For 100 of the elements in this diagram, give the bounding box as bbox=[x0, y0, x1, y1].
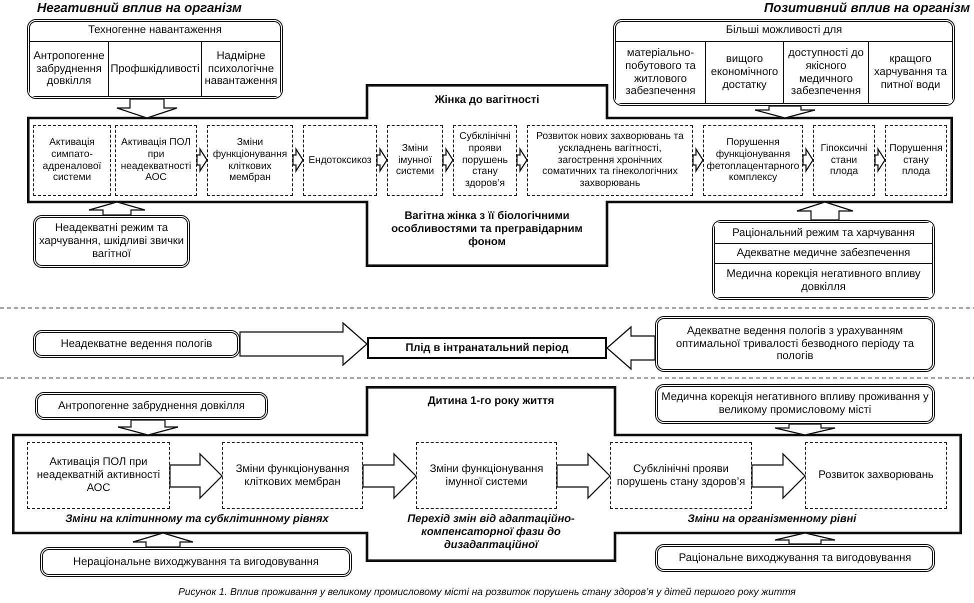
step-text: Порушення стану плода bbox=[888, 142, 944, 178]
factor-text: Адекватне ведення пологів з урахуванням оптимальної тривалості безводного періоду та пологів bbox=[675, 324, 915, 364]
factor-cell bbox=[201, 41, 280, 96]
process-step-box bbox=[207, 125, 293, 196]
section-heading: Позитивний вплив на організм bbox=[763, 0, 970, 15]
factor-cell bbox=[616, 41, 705, 103]
process-step-box bbox=[610, 442, 752, 509]
block-arrow bbox=[442, 146, 454, 174]
factor-box bbox=[655, 544, 935, 572]
step-text: Зміни функціонування імунної системи bbox=[428, 462, 544, 488]
step-text: Субклінічні прояви порушень стану здоров’я bbox=[458, 131, 512, 190]
block-arrow bbox=[292, 146, 304, 174]
factor-cell bbox=[705, 41, 783, 103]
block-arrow bbox=[239, 322, 368, 366]
process-step-box bbox=[703, 125, 803, 196]
factor-text: доступності до якісного медичного забезпечення bbox=[787, 46, 865, 98]
factor-cell bbox=[30, 41, 108, 96]
factor-text: Неадекватні режим та харчування, шкідливі звички вагітної bbox=[38, 222, 185, 261]
factor-text: Раціональне виходжування та вигодовування bbox=[678, 552, 912, 564]
step-text: Ендотоксикоз bbox=[308, 154, 372, 166]
block-arrow bbox=[874, 146, 886, 174]
figure-caption: Рисунок 1. Вплив проживання у великому промисловому місті на розвиток порушень стану здоров’я у дітей першого року життя bbox=[177, 587, 797, 598]
process-step-box bbox=[416, 442, 557, 509]
process-step-box bbox=[33, 125, 111, 196]
factor-text: матеріально-побутового та житлового забезпечення bbox=[624, 46, 697, 98]
step-text: Активація ПОЛ при неадекватності АОС bbox=[120, 137, 192, 184]
factor-text: кращого харчування та питної води bbox=[873, 53, 948, 92]
process-step-box bbox=[805, 442, 947, 509]
block-arrow bbox=[117, 419, 179, 436]
step-text: Зміни функціонування кліткових мембран bbox=[212, 137, 288, 184]
factor-box bbox=[40, 547, 352, 577]
block-arrow bbox=[516, 146, 528, 174]
factor-text: Адекватне медичне забезпечення bbox=[736, 247, 912, 260]
group-heading: Техногенне навантаження bbox=[87, 24, 223, 37]
block-arrow bbox=[754, 105, 816, 119]
process-step-box bbox=[303, 125, 377, 196]
section-heading: Негативний вплив на організм bbox=[37, 0, 243, 15]
factor-box bbox=[613, 19, 955, 106]
factor-text: Антропогенне забруднення довкілля bbox=[32, 50, 106, 88]
group-heading: Більші можливості для bbox=[724, 24, 844, 37]
factor-text: Надмірне психологічне навантаження bbox=[204, 50, 278, 88]
step-text: Зміни функціонування кліткових мембран bbox=[234, 462, 350, 488]
process-step-box bbox=[885, 125, 947, 196]
block-arrow bbox=[116, 98, 178, 119]
block-arrow bbox=[88, 201, 146, 216]
block-arrow bbox=[376, 146, 388, 174]
factor-box bbox=[27, 19, 283, 99]
process-step-box bbox=[527, 125, 693, 196]
factor-cell bbox=[783, 41, 868, 103]
step-text: Розвиток захворювань bbox=[817, 469, 935, 482]
block-arrow bbox=[196, 146, 208, 174]
process-step-box bbox=[222, 442, 363, 509]
block-arrow bbox=[774, 532, 836, 545]
step-text: Порушення функціонування фетоплацентарного комплексу bbox=[706, 137, 800, 184]
block-arrow bbox=[802, 146, 814, 174]
factor-box bbox=[33, 215, 190, 268]
step-text: Активація симпато-адреналової системи bbox=[42, 137, 102, 184]
step-text: Розвиток нових захворювань та ускладнень вагітності, загострення хронічних соматичних та гінекологічних захворювань bbox=[535, 131, 685, 190]
factor-text: Антропогенне забруднення довкілля bbox=[57, 400, 246, 412]
block-arrow bbox=[692, 146, 704, 174]
factor-cell bbox=[108, 41, 201, 96]
block-arrow bbox=[751, 452, 806, 500]
process-step-box bbox=[115, 125, 197, 196]
stage-title: Жінка до вагітності bbox=[434, 94, 540, 107]
block-arrow bbox=[796, 201, 854, 221]
stage-title: Вагітна жінка з її біологічними особливостями та прегравідарним фоном bbox=[390, 210, 584, 249]
factor-box bbox=[655, 384, 935, 424]
factor-text: Неадекватне ведення пологів bbox=[60, 338, 214, 350]
factor-box bbox=[655, 316, 935, 372]
block-arrow bbox=[362, 452, 417, 500]
factor-text: Нераціональне виходжування та вигодовування bbox=[72, 556, 320, 568]
stage-note: Зміни на клітинному та субклітинному рівнях bbox=[64, 513, 330, 526]
factor-row bbox=[715, 263, 932, 297]
factor-text: вищого економічного достатку bbox=[710, 53, 780, 92]
stage-box bbox=[367, 337, 607, 359]
factor-text: Медична корекція негативного впливу проживання у великому промисловому місті bbox=[660, 391, 930, 417]
stage-title: Дитина 1-го року життя bbox=[426, 395, 556, 408]
stage-note: Перехід змін від адаптаційно-компенсаторної фази до дизадаптаційної bbox=[406, 513, 576, 552]
block-arrow bbox=[132, 532, 194, 548]
process-step-box bbox=[813, 125, 875, 196]
block-arrow bbox=[774, 423, 836, 436]
stage-note: Зміни на організменному рівні bbox=[686, 513, 858, 526]
block-arrow bbox=[606, 326, 656, 370]
step-text: Гіпоксичні стани плода bbox=[820, 142, 868, 178]
step-text: Субклінічні прояви порушень стану здоров’я bbox=[616, 462, 746, 488]
factor-box bbox=[712, 220, 935, 300]
step-text: Зміни імунної системи bbox=[394, 142, 436, 178]
factor-box bbox=[33, 330, 240, 358]
stage-title: Плід в інтранатальний період bbox=[404, 342, 570, 354]
factor-text: Раціональний режим та харчування bbox=[731, 226, 916, 240]
block-arrow bbox=[556, 452, 611, 500]
process-step-box bbox=[453, 125, 517, 196]
process-step-box bbox=[27, 442, 170, 509]
factor-text: Профшкідливості bbox=[109, 62, 201, 76]
factor-text: Медична корекція негативного впливу довкілля bbox=[725, 268, 922, 294]
factor-box bbox=[35, 392, 268, 420]
step-text: Активація ПОЛ при неадекватній активності АОС bbox=[36, 456, 162, 495]
block-arrow bbox=[169, 452, 223, 500]
process-step-box bbox=[387, 125, 443, 196]
factor-cell bbox=[868, 41, 952, 103]
